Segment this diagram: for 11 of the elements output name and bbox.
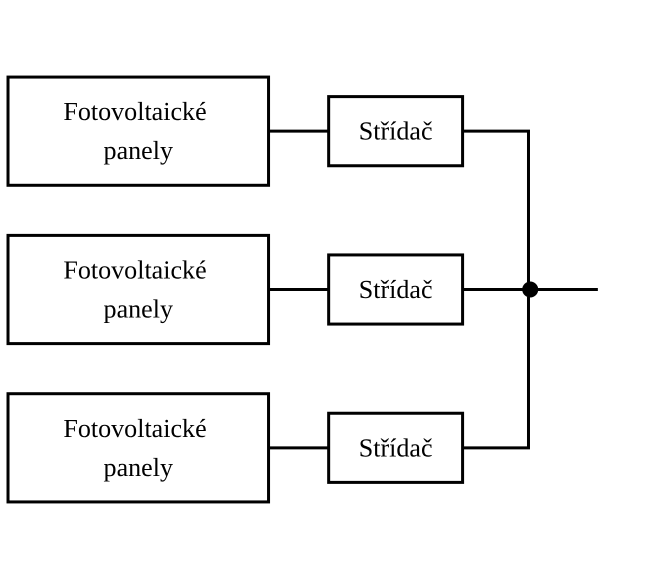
node-box: Střídač <box>327 253 464 326</box>
connector <box>538 288 600 291</box>
node-box: Střídač <box>327 95 464 168</box>
connector <box>462 130 530 282</box>
node-box: Fotovoltaické panely <box>6 234 270 346</box>
node-box: Fotovoltaické panely <box>6 392 270 504</box>
node-box: Fotovoltaické panely <box>6 76 270 187</box>
node-circle <box>522 281 538 298</box>
node-box: Střídač <box>327 412 464 484</box>
connector <box>462 288 524 291</box>
connector <box>462 296 530 450</box>
